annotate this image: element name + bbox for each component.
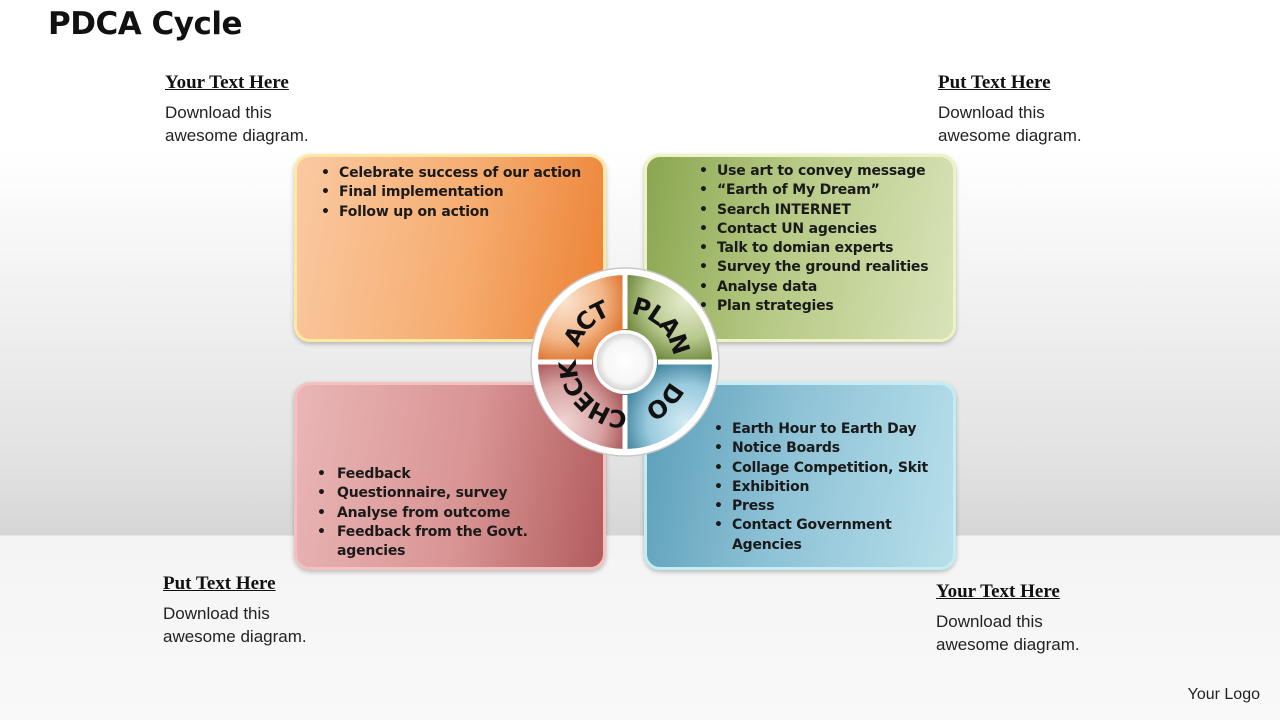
check-list: FeedbackQuestionnaire, surveyAnalyse fro… [307, 465, 593, 561]
bullet-item: Talk to domian experts [687, 239, 943, 259]
pdca-wheel: ACT PLAN DO CHECK [530, 267, 720, 457]
bullet-item: Earth Hour to Earth Day [702, 420, 943, 440]
bullet-item: Analyse from outcome [307, 504, 593, 524]
bullet-item: Survey the ground realities [687, 258, 943, 278]
logo-text: Your Logo [1187, 686, 1260, 703]
wheel-center-hole [593, 330, 657, 394]
corner-text-top-right: Put Text Here Download this awesome diag… [938, 72, 1158, 147]
bullet-item: Collage Competition, Skit [702, 459, 943, 479]
act-segment [538, 275, 625, 362]
bullet-item: Celebrate success of our action [309, 164, 593, 184]
bullet-item: Questionnaire, survey [307, 484, 593, 504]
page-title: PDCA Cycle [48, 6, 242, 42]
bullet-item: Notice Boards [702, 439, 943, 459]
bullet-item: “Earth of My Dream” [687, 181, 943, 201]
bullet-item: Plan strategies [687, 297, 943, 317]
bullet-item: Feedback from the Govt. agencies [307, 523, 593, 562]
corner-body: Download this awesome diagram. [936, 612, 1080, 654]
act-list: Celebrate success of our actionFinal imp… [309, 164, 593, 222]
corner-heading: Put Text Here [163, 573, 276, 594]
bullet-item: Press [702, 497, 943, 517]
bullet-item: Search INTERNET [687, 201, 943, 221]
corner-heading: Your Text Here [165, 72, 289, 93]
do-list: Earth Hour to Earth DayNotice BoardsColl… [702, 420, 943, 555]
corner-text-bottom-left: Put Text Here Download this awesome diag… [163, 573, 383, 648]
bullet-item: Final implementation [309, 183, 593, 203]
bullet-item: Contact Government Agencies [702, 516, 943, 555]
corner-text-bottom-right: Your Text Here Download this awesome dia… [936, 581, 1156, 656]
do-segment [625, 362, 712, 449]
bullet-item: Contact UN agencies [687, 220, 943, 240]
corner-body: Download this awesome diagram. [165, 103, 309, 145]
bullet-item: Follow up on action [309, 203, 593, 223]
corner-heading: Your Text Here [936, 581, 1060, 602]
corner-heading: Put Text Here [938, 72, 1051, 93]
bullet-item: Feedback [307, 465, 593, 485]
corner-body: Download this awesome diagram. [938, 103, 1082, 145]
plan-segment [625, 275, 712, 362]
bullet-item: Use art to convey message [687, 162, 943, 182]
act-box: Celebrate success of our actionFinal imp… [294, 154, 606, 342]
bullet-item: Analyse data [687, 278, 943, 298]
plan-list: Use art to convey message“Earth of My Dr… [687, 162, 943, 317]
corner-body: Download this awesome diagram. [163, 604, 307, 646]
check-segment [538, 362, 625, 449]
corner-text-top-left: Your Text Here Download this awesome dia… [165, 72, 385, 147]
bullet-item: Exhibition [702, 478, 943, 498]
